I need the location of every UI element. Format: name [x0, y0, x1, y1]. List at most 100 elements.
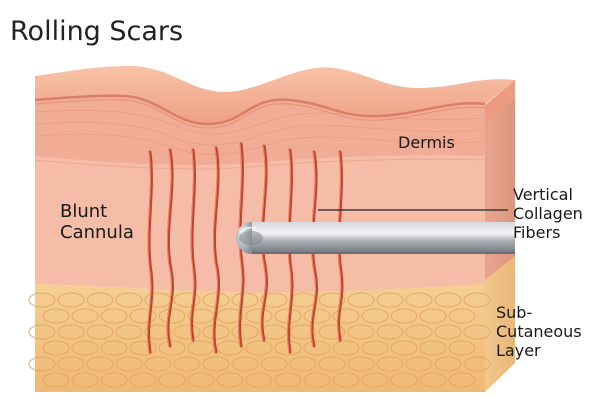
collagen-fiber [190, 148, 197, 342]
subcutaneous-layer-label-line: Layer [496, 340, 541, 360]
fat-cell [231, 324, 259, 340]
collagen-fiber-highlight [310, 151, 317, 347]
blunt-cannula-label-line: Cannula [60, 222, 134, 244]
side-face-fat [485, 256, 515, 392]
fat-cell [144, 356, 172, 372]
side-face-skin [485, 80, 515, 318]
fat-cell [318, 324, 346, 340]
fat-cell [376, 324, 404, 340]
fat-cell [419, 340, 447, 356]
collagen-fiber [287, 148, 294, 354]
fat-cell [187, 372, 215, 388]
fat-cell [115, 324, 143, 340]
fat-cell [71, 372, 99, 388]
fat-cell [448, 308, 476, 324]
collagen-fiber-highlight [190, 149, 195, 341]
fat-cell [390, 372, 418, 388]
fat-cell [173, 356, 201, 372]
fat-cell [405, 292, 433, 308]
fat-cell [71, 308, 99, 324]
fat-cell [115, 292, 143, 308]
title: Rolling Scars [10, 16, 184, 47]
collagen-fiber-highlight [212, 147, 219, 353]
fat-cell [158, 340, 186, 356]
fat-cell [42, 308, 70, 324]
subcutaneous-layer-label: Sub- Cutaneous Layer [496, 303, 582, 361]
subcutaneous-layer-label-line: Sub- [496, 303, 533, 322]
collagen-fiber [166, 148, 175, 348]
fat-cell [129, 308, 157, 324]
subcutaneous-layer [35, 282, 485, 392]
collagen-fiber [238, 142, 245, 348]
fat-cell [332, 372, 360, 388]
dermis-layer [35, 95, 485, 165]
blunt-cannula-label: Blunt Cannula [60, 201, 134, 243]
fat-cell [419, 372, 447, 388]
fat-cell [202, 356, 230, 372]
blunt-cannula-instrument [236, 222, 515, 254]
collagen-fibers [147, 142, 344, 354]
collagen-fiber-highlight [166, 149, 173, 347]
fat-cell [231, 292, 259, 308]
subcutaneous-layer-label-line: Cutaneous [496, 321, 582, 341]
fat-cell [376, 292, 404, 308]
fat-cell [115, 356, 143, 372]
fat-cell [405, 324, 433, 340]
fat-cell [361, 308, 389, 324]
fat-cell [448, 340, 476, 356]
fat-cell [245, 308, 273, 324]
fat-cell [318, 292, 346, 308]
fat-cell [419, 308, 447, 324]
fat-cell [245, 340, 273, 356]
fat-cell [144, 324, 172, 340]
fat-cell [231, 356, 259, 372]
fat-cell [42, 372, 70, 388]
blunt-cannula-label-line: Blunt [60, 201, 108, 222]
fat-cell [463, 356, 491, 372]
fat-cell [434, 356, 462, 372]
fat-cell [463, 292, 491, 308]
deep-dermis [35, 151, 485, 293]
fat-cell [448, 372, 476, 388]
fat-cell [158, 372, 186, 388]
collagen-fiber-highlight [287, 149, 292, 353]
collagen-fiber-highlight [238, 143, 243, 347]
collagen-fibers-label: Vertical Collagen Fibers [513, 185, 583, 243]
fat-cell [28, 356, 56, 372]
fat-cell [405, 356, 433, 372]
collagen-fiber-highlight [337, 151, 342, 341]
collagen-fiber [310, 150, 319, 348]
fat-cell [129, 372, 157, 388]
fat-cell [28, 324, 56, 340]
fat-cell [332, 308, 360, 324]
fat-cell [57, 292, 85, 308]
fat-cell [100, 340, 128, 356]
fat-cell [86, 324, 114, 340]
fat-cell [347, 356, 375, 372]
fat-cell [158, 308, 186, 324]
fat-cell [173, 292, 201, 308]
fat-cell [303, 372, 331, 388]
fat-cell [86, 356, 114, 372]
fat-cell [376, 356, 404, 372]
fat-cells [28, 292, 491, 388]
fat-cell [347, 292, 375, 308]
fat-cell [245, 372, 273, 388]
fat-cell [289, 356, 317, 372]
fat-cell [332, 340, 360, 356]
collagen-fibers-label-line: Vertical [513, 185, 573, 204]
fat-cell [390, 340, 418, 356]
fat-cell [57, 324, 85, 340]
collagen-fiber [337, 150, 344, 342]
fat-cell [434, 324, 462, 340]
fat-cell [100, 308, 128, 324]
fat-cell [173, 324, 201, 340]
fat-cell [260, 292, 288, 308]
fat-cell [202, 324, 230, 340]
fat-cell [216, 372, 244, 388]
fat-cell [390, 308, 418, 324]
fat-cell [129, 340, 157, 356]
collagen-fiber-highlight [147, 151, 152, 353]
